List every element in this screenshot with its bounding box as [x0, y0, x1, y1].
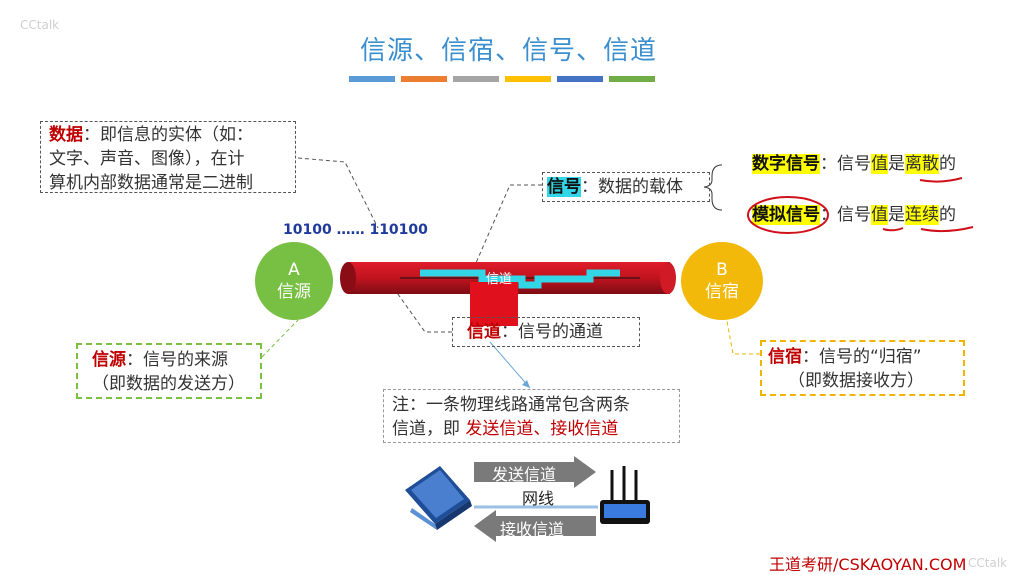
- channel-term: 信道: [467, 322, 501, 342]
- watermark-top: CCtalk: [20, 18, 60, 32]
- router-icon: [600, 466, 650, 524]
- note-line2-b: 发送信道、接收信道: [465, 419, 619, 439]
- digital-kind: 离散: [905, 154, 939, 174]
- pipe-channel-label: 信道: [486, 272, 513, 287]
- laptop-icon: [405, 466, 472, 530]
- sink-desc: ：信号的“归宿”: [802, 347, 922, 367]
- data-colon: ：: [83, 125, 100, 145]
- source-box: 信源：信号的来源 （即数据的发送方）: [76, 343, 262, 399]
- node-sink: B 信宿: [681, 242, 763, 320]
- node-a-letter: A: [288, 260, 300, 280]
- node-source: A 信源: [255, 242, 333, 320]
- channel-pipe-right-end: [660, 262, 676, 294]
- data-box-line1: 数据：即信息的实体（如：: [49, 123, 295, 147]
- source-line1: 信源：信号的来源: [92, 348, 260, 372]
- footer-brand: 王道考研/CSKAOYAN.COM: [769, 555, 967, 574]
- title-bar: [609, 76, 655, 82]
- analog-p1: ：信号: [820, 205, 871, 225]
- title-bar: [453, 76, 499, 82]
- note-box: 注：一条物理线路通常包含两条 信道，即 发送信道、接收信道: [383, 389, 680, 443]
- digital-underline-kind: [919, 177, 963, 183]
- analog-kind: 连续: [905, 205, 939, 225]
- data-box-line2: 文字、声音、图像），在计: [49, 149, 245, 169]
- digital-de: 的: [939, 154, 956, 174]
- node-b-letter: B: [716, 260, 728, 280]
- page-title: 信源、信宿、信号、信道: [359, 36, 657, 66]
- analog-zhi: 值: [871, 205, 888, 225]
- analog-signal-line: 模拟信号：信号值是连续的: [752, 203, 956, 227]
- channel-tap: [470, 282, 518, 326]
- sink-line1: 信宿：信号的“归宿”: [768, 345, 963, 369]
- signal-desc: ：数据的载体: [581, 177, 683, 197]
- channel-box: 信道：信号的通道: [452, 317, 640, 347]
- channel-connector: [394, 289, 452, 333]
- node-b-label: 信宿: [705, 282, 739, 302]
- sink-line2: （即数据接收方）: [788, 371, 924, 391]
- data-connector: [297, 157, 379, 229]
- note-arrow: [489, 341, 531, 389]
- digital-shi: 是: [888, 154, 905, 174]
- digital-annotation: [919, 177, 963, 183]
- title-bar: [505, 76, 551, 82]
- analog-underline-zhi: [882, 227, 904, 232]
- watermark-bottom: CCtalk: [968, 556, 1008, 570]
- analog-shi: 是: [888, 205, 905, 225]
- analog-term: 模拟信号: [752, 205, 820, 225]
- sink-box: 信宿：信号的“归宿” （即数据接收方）: [760, 340, 965, 396]
- digital-term: 数字信号: [752, 154, 820, 174]
- note-line2-a: 信道，即: [392, 419, 466, 439]
- signal-waveform: [420, 269, 620, 289]
- channel-desc: ：信号的通道: [501, 322, 603, 342]
- signal-term: 信号: [547, 177, 581, 197]
- note-line2: 信道，即 发送信道、接收信道: [392, 417, 679, 441]
- title-bar: [557, 76, 603, 82]
- signal-box: 信号：数据的载体: [542, 172, 710, 202]
- title-underline-bars: [349, 76, 655, 82]
- sink-term: 信宿: [768, 347, 802, 367]
- data-box: 数据：即信息的实体（如： 文字、声音、图像），在计 算机内部数据通常是二进制: [40, 121, 296, 193]
- analog-underline-kind: [920, 226, 974, 233]
- digital-zhi: 值: [871, 154, 888, 174]
- receive-channel-label: 接收信道: [500, 520, 565, 539]
- data-box-line3: 算机内部数据通常是二进制: [49, 173, 253, 193]
- analog-de: 的: [939, 205, 956, 225]
- title-bar: [401, 76, 447, 82]
- data-desc-1: 即信息的实体（如：: [100, 125, 253, 145]
- digital-p1: ：信号: [820, 154, 871, 174]
- send-channel-label: 发送信道: [492, 465, 557, 484]
- sink-connector: [724, 309, 760, 355]
- brace: [703, 164, 723, 211]
- binary-bits: 10100 …… 110100: [283, 222, 428, 238]
- data-term: 数据: [49, 125, 83, 145]
- analog-circle: [747, 196, 829, 234]
- note-arrowhead: [522, 380, 530, 388]
- digital-signal-line: 数字信号：信号值是离散的: [752, 152, 956, 176]
- source-desc: ：信号的来源: [126, 350, 228, 370]
- send-arrow: [474, 456, 596, 488]
- analog-annotation: [747, 196, 974, 234]
- note-line1: 注：一条物理线路通常包含两条: [392, 395, 630, 415]
- source-connector: [261, 319, 299, 358]
- source-term: 信源: [92, 350, 126, 370]
- receive-arrow: [474, 510, 596, 542]
- title-bar: [349, 76, 395, 82]
- signal-connector: [471, 184, 542, 273]
- source-line2: （即数据的发送方）: [92, 374, 245, 394]
- channel-pipe-left-end: [340, 262, 356, 294]
- node-a-label: 信源: [277, 282, 311, 302]
- cable-label: 网线: [522, 489, 555, 508]
